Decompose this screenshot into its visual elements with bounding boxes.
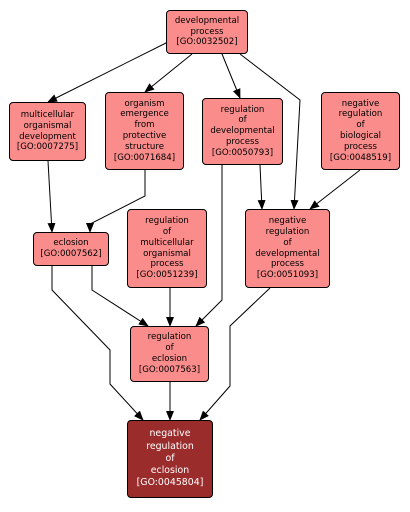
node-eclosion[interactable]: eclosion [GO:0007562]: [33, 232, 109, 266]
edge-organism-emergence-to-eclosion: [86, 170, 146, 233]
node-negative-regulation-of-developmental-process[interactable]: negative regulation of developmental pro…: [245, 209, 330, 288]
node-go-id: [GO:0007562]: [40, 249, 102, 259]
node-multicellular-organismal-development[interactable]: multicellular organismal development [GO…: [9, 102, 86, 161]
node-regulation-of-developmental-process[interactable]: regulation of developmental process [GO:…: [202, 98, 283, 165]
edge-negative-regulation-of-biological-process-to-negative-regulation-of-developmental-process: [309, 169, 361, 210]
node-label: negative regulation of biological proces…: [338, 98, 383, 152]
node-go-id: [GO:0007563]: [138, 364, 201, 375]
node-label: multicellular organismal development: [19, 109, 76, 142]
node-developmental-process[interactable]: developmental process [GO:0032502]: [166, 10, 248, 54]
node-go-id: [GO:0007275]: [16, 142, 79, 153]
edge-developmental-process-to-regulation-of-developmental-process: [221, 53, 241, 99]
node-go-id: [GO:0048519]: [329, 152, 392, 163]
edge-developmental-process-to-negative-regulation-of-developmental-process: [239, 53, 301, 210]
node-go-id: [GO:0051239]: [136, 270, 198, 281]
node-label: eclosion: [53, 238, 89, 249]
node-negative-regulation-of-biological-process[interactable]: negative regulation of biological proces…: [321, 92, 400, 170]
node-label: regulation of developmental process: [210, 104, 275, 147]
node-label: negative regulation of developmental pro…: [255, 216, 320, 270]
node-label: negative regulation of eclosion: [146, 428, 194, 477]
edge-developmental-process-to-organism-emergence: [144, 53, 193, 93]
node-label: regulation of multicellular organismal p…: [140, 216, 194, 270]
edge-developmental-process-to-multicellular-organismal-development: [47, 41, 169, 103]
node-label: regulation of eclosion: [147, 332, 192, 364]
node-organism-emergence[interactable]: organism emergence from protective struc…: [105, 92, 184, 170]
edge-multicellular-organismal-development-to-eclosion: [47, 160, 56, 233]
node-regulation-of-eclosion[interactable]: regulation of eclosion [GO:0007563]: [130, 326, 209, 382]
node-regulation-of-multicellular-organismal-process[interactable]: regulation of multicellular organismal p…: [127, 209, 207, 288]
node-go-id: [GO:0051093]: [256, 270, 319, 281]
node-label: organism emergence from protective struc…: [120, 98, 169, 152]
edge-eclosion-to-regulation-of-eclosion: [91, 266, 149, 327]
edge-eclosion-to-negative-regulation-of-eclosion: [51, 266, 144, 421]
node-go-id: [GO:0045804]: [136, 477, 204, 489]
edge-negative-regulation-of-developmental-process-to-negative-regulation-of-eclosion: [199, 287, 271, 421]
node-negative-regulation-of-eclosion[interactable]: negative regulation of eclosion [GO:0045…: [127, 420, 213, 498]
edge-regulation-of-developmental-process-to-regulation-of-eclosion: [195, 165, 223, 327]
edge-regulation-of-developmental-process-to-negative-regulation-of-developmental-process: [257, 164, 266, 210]
node-label: developmental process: [174, 15, 240, 37]
node-go-id: [GO:0032502]: [176, 37, 238, 48]
node-go-id: [GO:0050793]: [211, 147, 274, 158]
node-go-id: [GO:0071684]: [113, 152, 176, 163]
